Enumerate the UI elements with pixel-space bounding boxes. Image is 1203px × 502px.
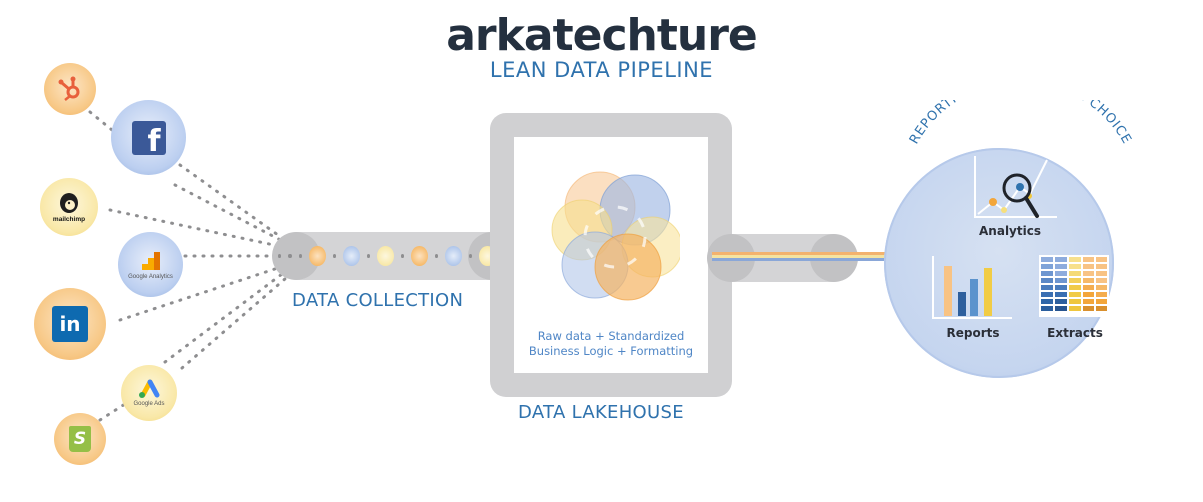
data-blend-icon bbox=[551, 171, 680, 301]
data-bead-blue bbox=[444, 246, 462, 266]
data-bead-orange bbox=[308, 246, 326, 266]
source-google-analytics: Google Analytics bbox=[118, 232, 183, 297]
hubspot-icon bbox=[58, 76, 80, 101]
dot bbox=[434, 254, 438, 258]
data-bead-yellow bbox=[376, 246, 394, 266]
mailchimp-caption: mailchimp bbox=[52, 215, 86, 223]
dot bbox=[288, 254, 292, 258]
data-bead-orange bbox=[410, 246, 428, 266]
dot bbox=[400, 254, 404, 258]
reporting-arc-text: REPORTING TOOL OF YOUR CHOICE bbox=[907, 100, 1133, 147]
mailchimp-icon bbox=[60, 192, 78, 213]
bar-chart-icon bbox=[932, 256, 1012, 319]
lakehouse-description: Raw data + Standardized Business Logic +… bbox=[514, 329, 708, 359]
source-hubspot bbox=[44, 63, 96, 115]
reports-label: Reports bbox=[946, 326, 1000, 340]
analytics-label: Analytics bbox=[979, 224, 1041, 238]
data-stream-lines bbox=[712, 252, 888, 262]
analytics-chart-icon bbox=[974, 156, 1057, 218]
google-ads-caption: Google Ads bbox=[133, 401, 165, 407]
dot bbox=[366, 254, 370, 258]
dot bbox=[278, 254, 282, 258]
data-bead-blue bbox=[342, 246, 360, 266]
source-linkedin: in bbox=[34, 288, 106, 360]
source-google-ads: Google Ads bbox=[121, 365, 177, 421]
lakehouse-description-line2: Business Logic + Formatting bbox=[528, 344, 694, 358]
shopify-icon: S bbox=[69, 426, 91, 452]
brand-logo: arkatechture bbox=[446, 10, 758, 61]
page-title: LEAN DATA PIPELINE bbox=[489, 58, 714, 82]
extracts-label: Extracts bbox=[1047, 326, 1103, 340]
google-analytics-icon bbox=[141, 251, 160, 270]
table-grid-icon bbox=[1039, 255, 1109, 317]
linkedin-icon: in bbox=[52, 306, 88, 342]
lakehouse-description-line1: Raw data + Standardized bbox=[537, 329, 685, 343]
svg-text:REPORTING TOOL OF YOUR CHOICE: REPORTING TOOL OF YOUR CHOICE bbox=[907, 100, 1134, 147]
data-beads bbox=[278, 246, 506, 266]
source-shopify: S bbox=[54, 413, 106, 465]
dot bbox=[468, 254, 472, 258]
data-collection-label: DATA COLLECTION bbox=[292, 290, 464, 311]
dot bbox=[298, 254, 302, 258]
facebook-icon: f bbox=[131, 120, 166, 156]
source-facebook: f bbox=[111, 100, 186, 175]
source-mailchimp: mailchimp bbox=[40, 178, 98, 236]
data-lakehouse-label: DATA LAKEHOUSE bbox=[518, 402, 684, 423]
google-analytics-caption: Google Analytics bbox=[128, 273, 173, 280]
reporting-arc-title: REPORTING TOOL OF YOUR CHOICE bbox=[907, 100, 1134, 147]
google-ads-icon bbox=[139, 379, 160, 398]
dot bbox=[332, 254, 336, 258]
